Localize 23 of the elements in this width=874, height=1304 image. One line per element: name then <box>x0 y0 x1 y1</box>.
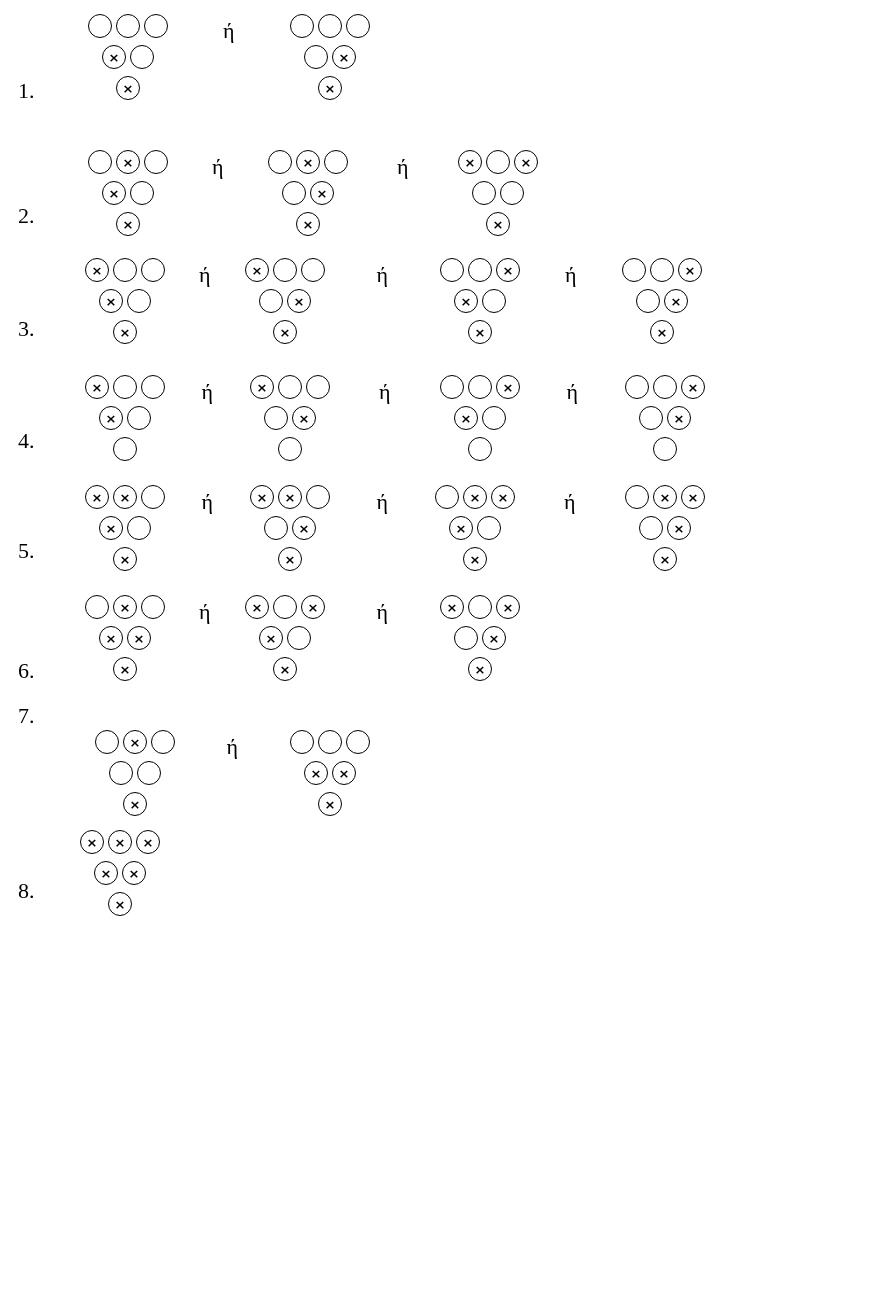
or-word: ή <box>376 264 388 286</box>
or-word: ή <box>565 264 577 286</box>
row-number: 5. <box>18 540 35 562</box>
or-word: ή <box>201 381 213 403</box>
or-word: ή <box>199 264 211 286</box>
row-number: 6. <box>18 660 35 682</box>
row-number: 8. <box>18 880 35 902</box>
or-word: ή <box>566 381 578 403</box>
row-number: 1. <box>18 80 35 102</box>
or-word: ή <box>223 20 235 42</box>
or-word: ή <box>201 491 213 513</box>
row-number: 7. <box>18 705 35 727</box>
row-number: 2. <box>18 205 35 227</box>
or-word: ή <box>212 156 224 178</box>
or-word: ή <box>379 381 391 403</box>
or-word: ή <box>397 156 409 178</box>
row-number: 4. <box>18 430 35 452</box>
or-word: ή <box>376 491 388 513</box>
or-word: ή <box>376 601 388 623</box>
row-number: 3. <box>18 318 35 340</box>
or-word: ή <box>199 601 211 623</box>
or-word: ή <box>226 736 238 758</box>
or-word: ή <box>564 491 576 513</box>
